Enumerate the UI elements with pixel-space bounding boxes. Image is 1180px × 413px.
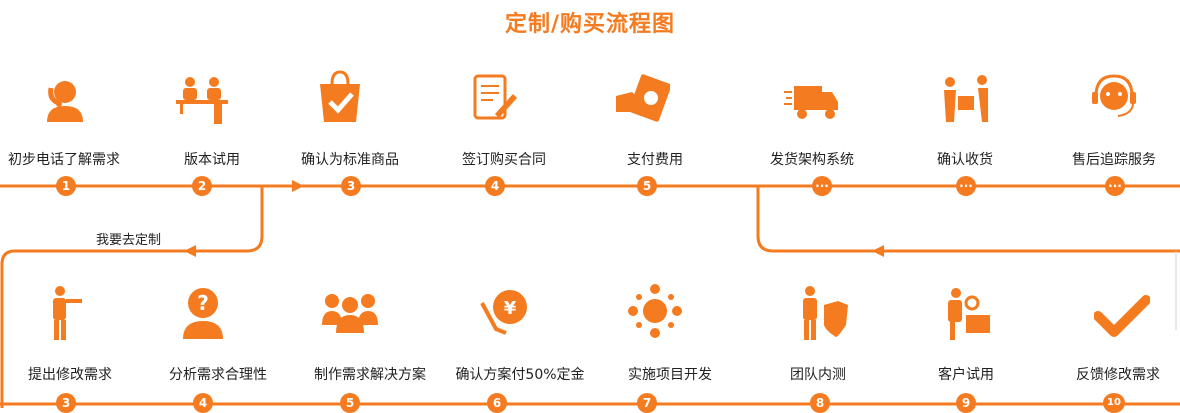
return-branch-line	[756, 186, 1180, 253]
headset-support-icon	[1086, 70, 1142, 126]
top-flow-arrow	[292, 180, 304, 192]
person-pointing-icon	[38, 285, 94, 341]
step-label-top-6: 发货架构系统	[770, 152, 854, 168]
step-badge-bottom-7: 7	[637, 393, 657, 413]
svg-text:?: ?	[197, 291, 209, 315]
step-badge-top-7: ···	[956, 176, 976, 196]
round-table-icon	[627, 283, 683, 339]
svg-text:¥: ¥	[504, 298, 517, 319]
step-badge-top-3: 3	[341, 176, 361, 196]
step-label-bottom-5: 制作需求解决方案	[314, 367, 426, 383]
person-shield-icon	[794, 285, 850, 341]
step-label-top-2: 版本试用	[184, 152, 240, 168]
step-label-bottom-10: 反馈修改需求	[1076, 367, 1160, 383]
customize-branch-label: 我要去定制	[96, 233, 162, 248]
step-badge-top-5: 5	[637, 176, 657, 196]
step-badge-top-1: 1	[56, 176, 76, 196]
step-label-bottom-4: 分析需求合理性	[169, 367, 267, 383]
checkmark-icon	[1093, 288, 1151, 344]
step-badge-bottom-9: 9	[956, 393, 976, 413]
step-label-bottom-8: 团队内测	[790, 367, 846, 383]
step-label-bottom-9: 客户试用	[938, 367, 994, 383]
step-label-bottom-6: 确认方案付50%定金	[455, 367, 585, 383]
step-label-top-4: 签订购买合同	[462, 152, 546, 168]
step-badge-top-8: ···	[1105, 176, 1125, 196]
step-label-top-8: 售后追踪服务	[1072, 152, 1156, 168]
step-badge-bottom-6: 6	[487, 393, 507, 413]
shopping-bag-check-icon	[312, 68, 368, 124]
pay-money-icon	[614, 70, 672, 126]
step-badge-bottom-3: 3	[56, 393, 76, 413]
yen-payment-icon: ¥	[478, 285, 534, 341]
step-badge-bottom-4: 4	[193, 393, 213, 413]
return-branch-arrow	[872, 245, 884, 257]
person-inspect-icon	[938, 285, 994, 341]
step-label-bottom-3: 提出修改需求	[28, 367, 112, 383]
step-badge-top-6: ···	[812, 176, 832, 196]
step-badge-top-2: 2	[192, 176, 212, 196]
person-question-icon: ?	[175, 285, 231, 341]
step-badge-bottom-8: 8	[810, 393, 830, 413]
phone-operator-icon	[37, 70, 93, 126]
customize-branch-line	[0, 186, 264, 408]
customize-branch-arrow	[184, 245, 196, 257]
step-badge-top-4: 4	[485, 176, 505, 196]
step-label-top-7: 确认收货	[937, 152, 993, 168]
step-label-top-3: 确认为标准商品	[301, 152, 399, 168]
team-group-icon	[322, 287, 378, 343]
step-label-bottom-7: 实施项目开发	[628, 367, 712, 383]
diagram-title: 定制/购买流程图	[504, 12, 676, 37]
delivery-truck-icon	[784, 72, 840, 128]
step-badge-bottom-10: 10	[1103, 393, 1125, 413]
step-label-top-1: 初步电话了解需求	[8, 152, 120, 168]
receive-package-icon	[938, 70, 994, 126]
step-label-top-5: 支付费用	[627, 152, 683, 168]
desk-meeting-icon	[174, 70, 230, 126]
contract-sign-icon	[465, 70, 521, 126]
step-badge-bottom-5: 5	[340, 393, 360, 413]
